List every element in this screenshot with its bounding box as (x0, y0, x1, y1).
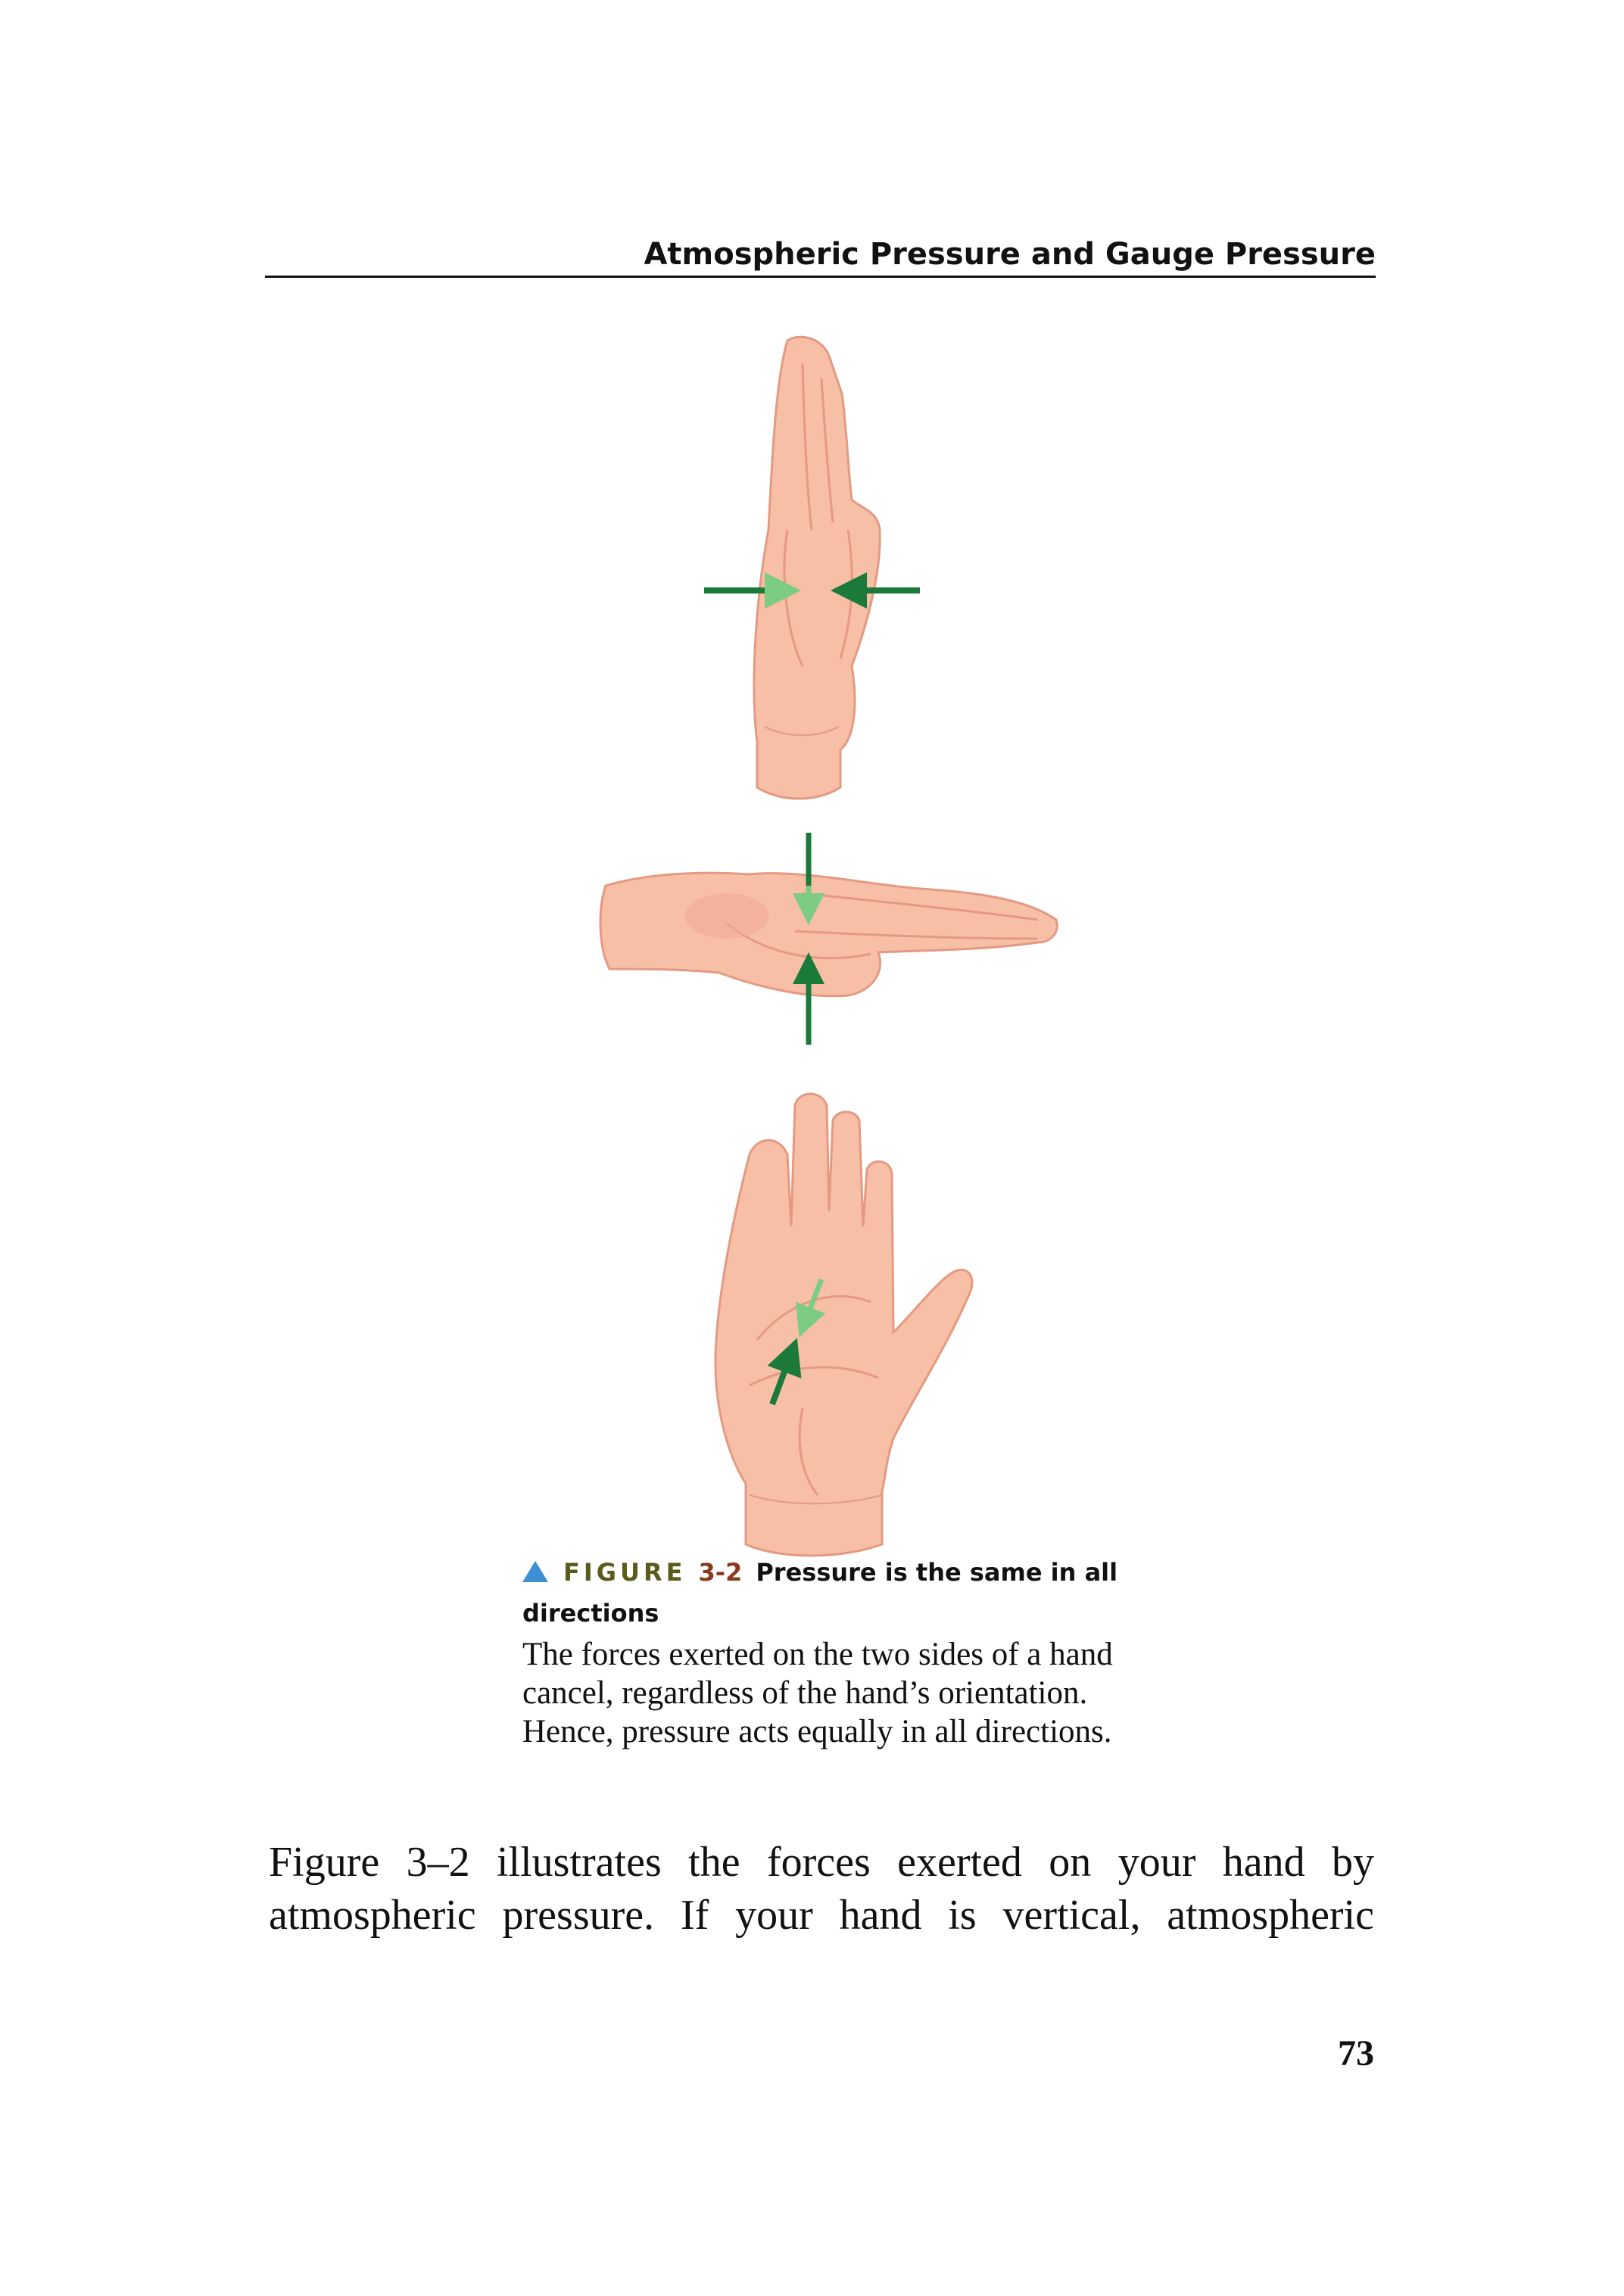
hand-horizontal (599, 833, 1058, 1045)
arrow-diag-up-dark (767, 1338, 802, 1406)
caption-text: The forces exerted on the two sides of a… (522, 1637, 1113, 1749)
arrow-diag-down-light (796, 1278, 826, 1338)
figure-illustration (599, 335, 1058, 1557)
hand-vertical-side (704, 335, 920, 800)
figure-title: Pressure is the same in all directions (522, 1558, 1118, 1628)
body-paragraph: Figure 3–2 illustrates the forces exerte… (269, 1839, 1374, 1939)
page-number: 73 (1338, 2033, 1374, 2073)
triangle-icon (522, 1561, 548, 1582)
running-header: Atmospheric Pressure and Gauge Pressure (265, 233, 1376, 278)
figure-number: 3-2 (698, 1558, 743, 1587)
hand-palm-front (714, 1092, 974, 1557)
figure-label: FIGURE (563, 1558, 687, 1587)
running-header-title: Atmospheric Pressure and Gauge Pressure (644, 237, 1376, 272)
